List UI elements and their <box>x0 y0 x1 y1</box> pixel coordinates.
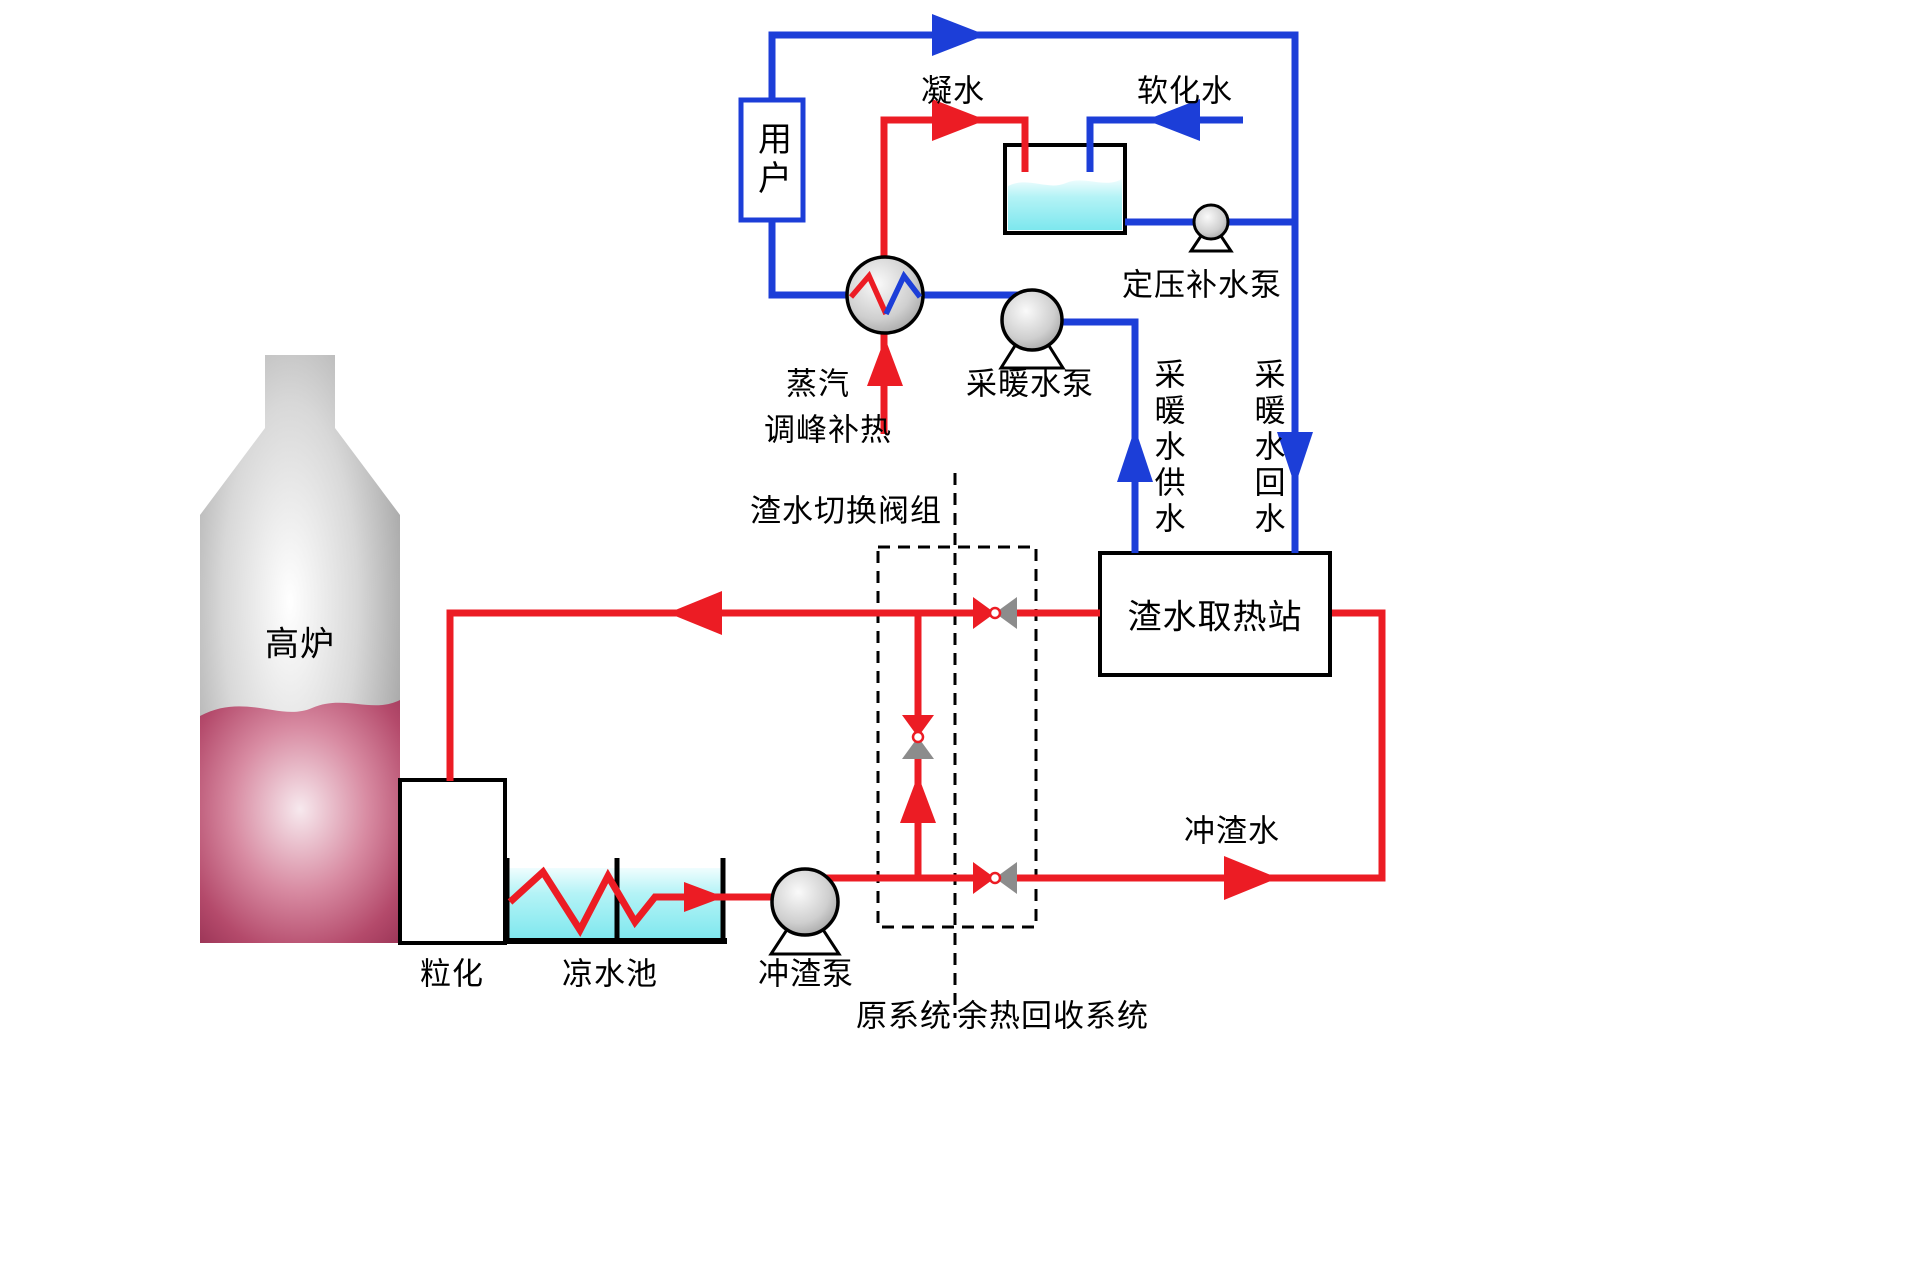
valve-group-dashed-box <box>876 545 1038 929</box>
label-condensate: 凝水 <box>921 73 985 109</box>
valve-lower-left-wedge <box>973 862 995 894</box>
label-heating-pump: 采暖水泵 <box>966 366 1094 402</box>
label-blast-furnace: 高炉 <box>265 625 335 664</box>
valve-lower-stem <box>988 871 1002 885</box>
label-granulation: 粒化 <box>420 956 484 992</box>
valve-upper-right-wedge <box>995 597 1017 629</box>
arrow-softened-water-left <box>1146 99 1200 141</box>
makeup-water-tank-water <box>1008 179 1122 230</box>
granulation-box <box>398 778 507 945</box>
valve-upper-stem <box>988 606 1002 620</box>
blast-furnace-melt <box>200 700 400 943</box>
pipe-slag-water-main <box>820 609 1386 882</box>
valve-lower <box>973 862 1017 894</box>
label-softened-water: 软化水 <box>1137 73 1233 109</box>
flow-arrows <box>668 14 1313 912</box>
arrow-branch-up <box>900 775 936 823</box>
arrow-hot-slag-left <box>668 591 722 635</box>
pipe-hot-slag-to-granulation <box>446 609 1100 781</box>
arrow-slag-water-right <box>1224 856 1278 900</box>
arrow-return-down <box>1277 432 1313 486</box>
arrow-pool-flow-right <box>684 882 724 912</box>
valve-lower-right-wedge <box>995 862 1017 894</box>
valve-middle-stem <box>911 730 925 744</box>
arrow-steam-up <box>867 338 903 386</box>
valve-upper <box>973 597 1017 629</box>
valve-upper-left-wedge <box>973 597 995 629</box>
heat-station-box <box>1098 551 1332 677</box>
arrow-condensate-right <box>932 99 986 141</box>
label-heat-recovery-system: 余热回收系统 <box>957 998 1149 1034</box>
arrow-supply-up <box>1117 428 1153 482</box>
heating-water-pump-body <box>1000 288 1064 352</box>
heating-water-pump <box>998 288 1066 370</box>
label-slag-flush-pump: 冲渣泵 <box>758 956 854 992</box>
label-steam: 蒸汽 <box>786 366 850 402</box>
label-valve-group: 渣水切换阀组 <box>750 493 942 529</box>
label-original-system: 原系统 <box>856 998 952 1034</box>
label-slag-flushing-water: 冲渣水 <box>1184 813 1280 849</box>
pipe-user-to-exchanger <box>768 220 852 299</box>
label-heating-supply: 采暖水供水 <box>1149 358 1185 538</box>
heat-exchanger-shell <box>845 255 925 335</box>
label-cooling-pool: 凉水池 <box>562 956 658 992</box>
blast-furnace <box>200 355 400 943</box>
heat-exchanger-coil-hot <box>848 270 889 316</box>
pressure-makeup-pump-body <box>1192 203 1230 241</box>
arrow-return-right <box>932 14 986 56</box>
valve-middle-top-wedge <box>902 715 934 737</box>
label-heating-return: 采暖水回水 <box>1249 358 1285 538</box>
pipe-pool-zigzag <box>507 866 778 937</box>
heat-exchanger <box>845 255 925 335</box>
valve-middle <box>902 715 934 759</box>
label-makeup-pump: 定压补水泵 <box>1122 267 1282 303</box>
heat-exchanger-coil-cold <box>883 270 923 316</box>
label-user: 用户 <box>752 121 791 199</box>
label-heat-station: 渣水取热站 <box>1127 598 1303 637</box>
slag-flush-pump <box>768 867 842 956</box>
pipe-return-user-to-station <box>768 31 1299 553</box>
pressure-makeup-pump <box>1188 203 1234 253</box>
slag-flush-pump-body <box>770 867 840 937</box>
valve-middle-bottom-wedge <box>902 737 934 759</box>
label-peak-shaving-heat: 调峰补热 <box>764 412 892 448</box>
